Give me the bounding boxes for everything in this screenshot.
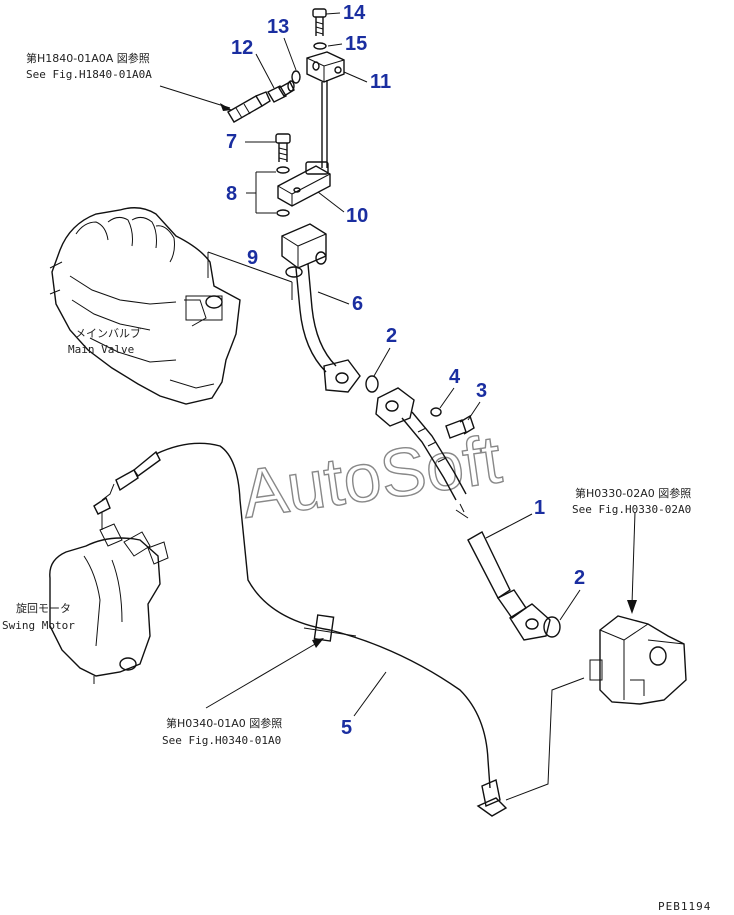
callout-8: 8 <box>226 183 237 205</box>
callout-9: 9 <box>247 247 258 269</box>
part-9-oring <box>285 266 303 278</box>
part-8-washer-a <box>276 166 290 174</box>
ref-h0330-jp: 第H0330-02A0 図参照 <box>575 486 691 500</box>
main-valve-label-en: Main Valve <box>68 343 134 356</box>
part-3-bolt <box>445 414 475 439</box>
drawing-code: PEB1194 <box>658 900 711 913</box>
part-9-leader <box>207 251 293 300</box>
callout-12: 12 <box>231 37 253 59</box>
part-2-oring-lower <box>543 616 561 638</box>
part-12-fitting <box>267 80 295 103</box>
ref-h0330-en: See Fig.H0330-02A0 <box>572 503 691 516</box>
part-6-pipe <box>281 223 361 393</box>
part-4-washer <box>430 407 442 417</box>
callout-7: 7 <box>226 131 237 153</box>
part-14-bolt <box>312 8 327 36</box>
main-valve-label-jp: メインバルブ <box>75 326 141 340</box>
callout-4: 4 <box>449 366 461 388</box>
ref-h0340-jp: 第H0340-01A0 図参照 <box>166 716 282 730</box>
leader-h0340 <box>205 639 323 709</box>
callout-6: 6 <box>352 293 363 315</box>
part-13-oring <box>291 70 301 84</box>
part-2-oring-upper <box>365 375 379 393</box>
ref-h0340-en: See Fig.H0340-01A0 <box>162 734 281 747</box>
part-11-block <box>306 51 345 83</box>
callout-2-lower: 2 <box>574 567 585 589</box>
callout-10: 10 <box>346 205 368 227</box>
swing-motor <box>49 496 169 684</box>
part-8-bracket-line <box>246 171 276 214</box>
hose-end-h1840 <box>227 91 271 123</box>
arrowhead-h1840 <box>220 103 232 111</box>
ref-h1840-en: See Fig.H1840-01A0A <box>26 68 152 81</box>
arrowhead-h0340 <box>312 638 324 648</box>
part-8-washer-b <box>276 209 290 217</box>
callout-11: 11 <box>370 71 391 93</box>
swing-motor-label-jp: 旋回モータ <box>16 601 71 615</box>
ref-component-h0330 <box>589 615 687 705</box>
leader-h0330 <box>631 511 636 605</box>
callout-2-upper: 2 <box>386 325 397 347</box>
part-10-clamp <box>277 161 331 207</box>
callout-5: 5 <box>341 717 352 739</box>
part-15-washer <box>313 42 327 50</box>
part-1-hose <box>375 387 551 641</box>
arrowhead-h0330 <box>627 600 637 614</box>
callout-15: 15 <box>345 33 367 55</box>
callout-13: 13 <box>267 16 289 38</box>
callout-leaders <box>245 12 581 717</box>
ref-h1840-jp: 第H1840-01A0A 図参照 <box>26 51 150 65</box>
swing-motor-label-en: Swing Motor <box>2 619 75 632</box>
callout-3: 3 <box>476 380 487 402</box>
callout-1: 1 <box>534 497 545 519</box>
main-valve <box>49 207 241 405</box>
leader-h1840 <box>159 85 231 109</box>
callout-14: 14 <box>343 2 366 24</box>
part-7-bolt <box>275 133 291 162</box>
